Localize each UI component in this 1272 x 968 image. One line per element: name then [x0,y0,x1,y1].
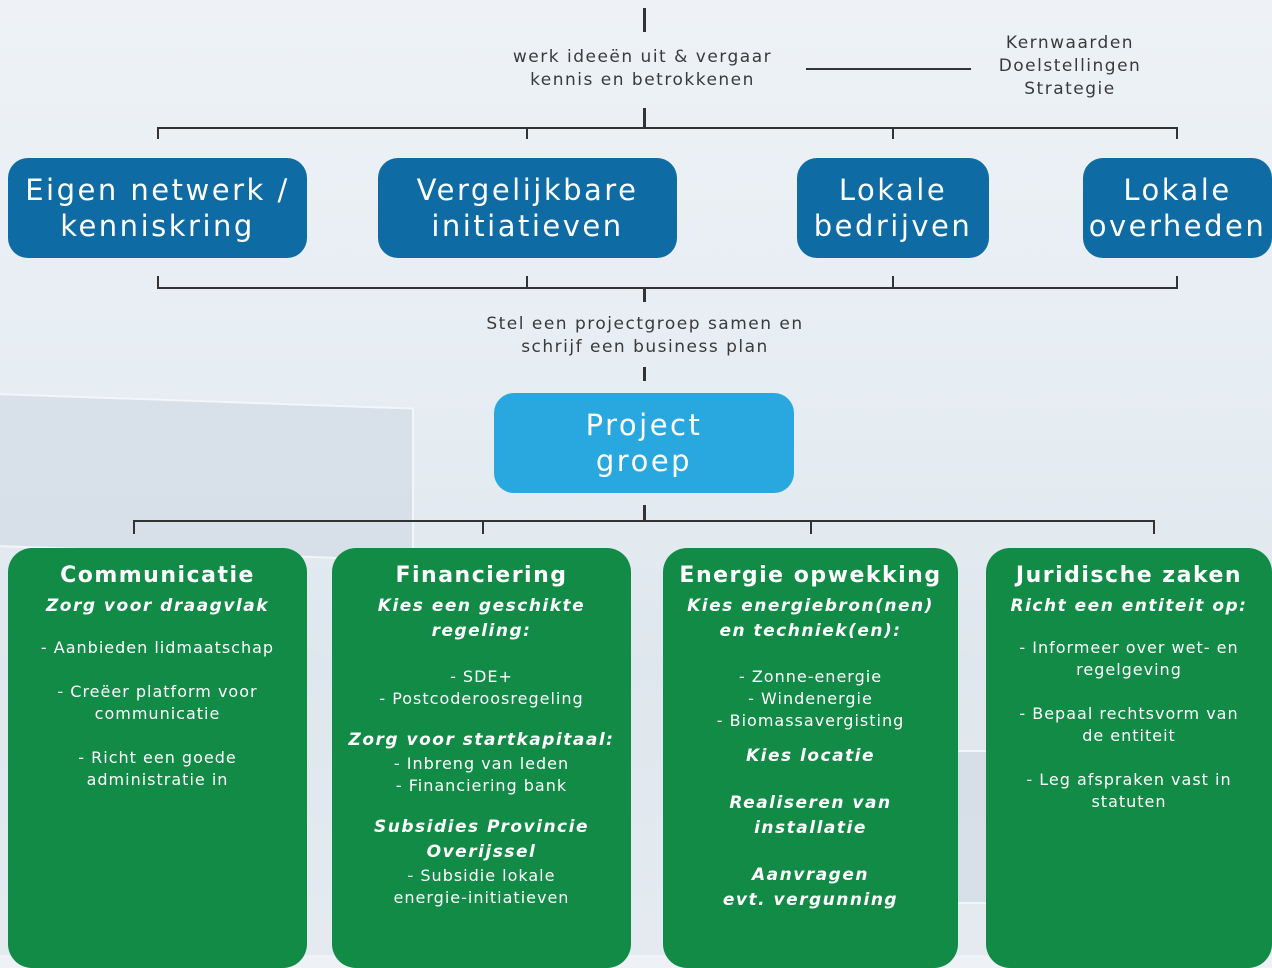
card-item: - Financiering bank [395,776,568,795]
card-subtitle: Aanvragen [752,865,869,885]
card-subtitle: Richt een entiteit op: [1010,596,1248,616]
card-subtitle: en techniek(en): [719,621,902,641]
card-item: - Postcoderoosregeling [379,689,584,708]
connector-line [133,520,135,534]
connector-line [643,505,646,521]
connector-line [643,8,646,32]
connector-line [643,287,646,302]
card-item: - Aanbieden lidmaatschap [40,638,275,657]
card-item: - Subsidie lokale [407,866,556,885]
card-item: - Bepaal rechtsvorm van [1019,704,1239,723]
connector-line [157,127,159,139]
connector-line [133,520,1155,522]
card-item: - Windenergie [748,689,873,708]
card-financiering: Financiering Kies een geschikte regeling… [332,548,631,968]
source-box-label: kenniskring [60,209,255,243]
card-title: Energie opwekking [679,563,942,588]
card-item: - SDE+ [450,667,513,686]
card-subtitle: Realiseren van [729,793,892,813]
card-item: - Creëer platform voor [57,682,258,701]
source-box-label: overheden [1088,209,1267,243]
connector-line [1176,276,1178,288]
card-item: - Biomassavergisting [716,711,905,730]
card-subtitle: Zorg voor startkapitaal: [348,730,615,750]
connector-line [810,520,812,534]
card-item: - Richt een goede [78,748,237,767]
card-item: energie-initiatieven [393,888,570,907]
card-item: regelgeving [1076,660,1182,679]
connector-line [892,276,894,288]
background-panel [0,392,414,562]
top-note: werk ideeën uit & vergaar kennis en betr… [470,46,815,92]
card-juridische-zaken: Juridische zaken Richt een entiteit op: … [986,548,1272,968]
middle-note-line: Stel een projectgroep samen en [486,314,804,334]
connector-line [157,287,1178,289]
top-note-line: kennis en betrokkenen [530,70,755,90]
connector-line [1153,520,1155,534]
connector-line [482,520,484,534]
middle-note-line: schrijf een business plan [521,337,769,357]
source-box-eigen-netwerk: Eigen netwerk /kenniskring [8,158,307,258]
card-item: de entiteit [1082,726,1176,745]
card-title: Communicatie [60,563,255,588]
strategy-note-line: Strategie [1024,79,1116,99]
card-subtitle: installatie [754,818,867,838]
card-title: Financiering [395,563,568,588]
source-box-label: Vergelijkbare [416,173,639,207]
connector-line [643,108,646,128]
source-box-label: bedrijven [813,209,973,243]
card-subtitle: evt. vergunning [722,890,899,910]
connector-line [157,127,1178,129]
card-subtitle: Zorg voor draagvlak [45,596,270,616]
card-item: statuten [1091,792,1167,811]
source-box-label: Lokale [838,173,948,207]
project-group-label: groep [595,444,693,478]
source-box-label: Lokale [1123,173,1232,207]
strategy-note-line: Kernwaarden [1005,33,1135,53]
card-subtitle: Overijssel [426,842,537,862]
strategy-note-line: Doelstellingen [998,56,1142,76]
card-item: - Informeer over wet- en [1019,638,1239,657]
card-item: administratie in [86,770,229,789]
card-subtitle: Kies energiebron(nen) [687,596,934,616]
connector-line [526,127,528,139]
card-subtitle: Kies locatie [745,746,876,766]
connector-line [526,276,528,288]
card-subtitle: Kies een geschikte [377,596,586,616]
source-box-label: initiatieven [431,209,624,243]
connector-line [892,127,894,139]
card-item: - Inbreng van leden [393,754,570,773]
card-subtitle: regeling: [431,621,532,641]
card-item: - Leg afspraken vast in [1026,770,1232,789]
card-item: - Zonne-energie [738,667,883,686]
source-box-label: Eigen netwerk / [25,173,290,207]
strategy-note: Kernwaarden Doelstellingen Strategie [975,32,1165,101]
connector-line [157,276,159,288]
top-note-line: werk ideeën uit & vergaar [512,47,773,67]
connector-line [1176,127,1178,139]
middle-note: Stel een projectgroep samen en schrijf e… [440,313,850,359]
card-communicatie: Communicatie Zorg voor draagvlak - Aanbi… [8,548,307,968]
project-group-label: Project [585,408,703,442]
card-item: communicatie [94,704,221,723]
connector-line [806,68,971,70]
connector-line [643,367,646,381]
card-subtitle: Subsidies Provincie [374,817,589,837]
card-title: Juridische zaken [1015,563,1243,588]
card-energie-opwekking: Energie opwekking Kies energiebron(nen) … [663,548,958,968]
